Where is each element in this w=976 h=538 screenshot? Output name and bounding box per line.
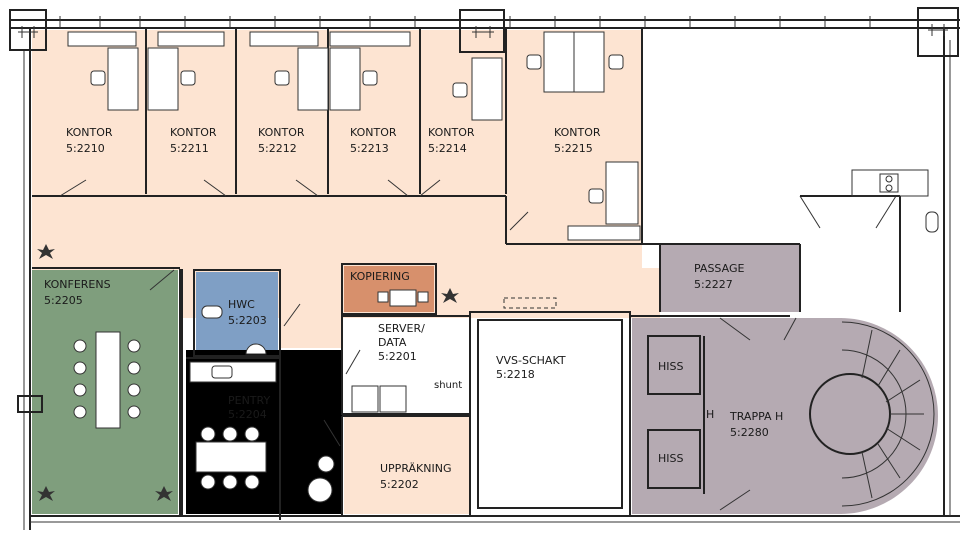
fill-stair: [632, 318, 842, 514]
room-name-kontor-2212: KONTOR: [258, 126, 305, 139]
room-name-kontor-2213: KONTOR: [350, 126, 397, 139]
room-name-trappa: TRAPPA H: [729, 410, 783, 423]
room-number-trappa: 5:2280: [730, 426, 769, 439]
walls: [9, 7, 960, 530]
desk: [297, 47, 329, 111]
furniture: [67, 31, 939, 503]
desk: [107, 47, 139, 111]
fill-upprakning: [344, 414, 470, 514]
room-name-kontor-2211: KONTOR: [170, 126, 217, 139]
room-number-passage: 5:2227: [694, 278, 733, 291]
desk: [329, 47, 361, 111]
rack: [351, 385, 379, 413]
chair-icon: [526, 54, 542, 70]
elevator-shaft: [647, 429, 701, 489]
stair-marker: H: [706, 408, 714, 421]
sink-icon: [211, 365, 233, 379]
desk: [249, 31, 319, 47]
plant-icon: [37, 486, 55, 501]
elevator-label-upper: HISS: [658, 360, 683, 373]
desk: [67, 31, 137, 47]
room-number-konferens: 5:2205: [44, 294, 83, 307]
desk: [157, 31, 225, 47]
desk: [147, 47, 179, 111]
conference-chairs: [73, 339, 141, 419]
plant-icon: [155, 486, 173, 501]
room-name-upprakning: UPPRÄKNING: [380, 462, 451, 475]
chair-icon: [180, 70, 196, 86]
room-number-pentry: 5:2204: [228, 408, 267, 421]
desk: [329, 31, 411, 47]
chair-icon: [452, 82, 468, 98]
room-number-kontor-2211: 5:2211: [170, 142, 209, 155]
plant-icon: [37, 244, 55, 259]
room-name-passage: PASSAGE: [694, 262, 744, 275]
room-name-server-2: DATA: [378, 336, 407, 349]
room-number-kontor-2210: 5:2210: [66, 142, 105, 155]
columns: [9, 7, 959, 413]
room-name-kontor-2210: KONTOR: [66, 126, 113, 139]
dashed-outline: [503, 297, 557, 309]
room-number-vvs: 5:2218: [496, 368, 535, 381]
room-name-konferens: KONFERENS: [44, 278, 111, 291]
chair-icon: [588, 188, 604, 204]
room-name-kopiering: KOPIERING: [350, 270, 410, 283]
room-name-server-1: SERVER/: [378, 322, 425, 335]
fill-passage: [660, 244, 800, 312]
chair-icon: [608, 54, 624, 70]
room-labels: KONTOR 5:2210 KONTOR 5:2211 KONTOR 5:221…: [44, 126, 783, 491]
room-number-server: 5:2201: [378, 350, 417, 363]
plant-icon: [441, 288, 459, 303]
room-number-kontor-2214: 5:2214: [428, 142, 467, 155]
chair-icon: [274, 70, 290, 86]
elevator-label-lower: HISS: [658, 452, 683, 465]
bin: [317, 455, 335, 473]
room-name-kontor-2215: KONTOR: [554, 126, 601, 139]
office-partitions: [32, 28, 800, 245]
pentry-chairs: [200, 426, 260, 490]
room-number-upprakning: 5:2202: [380, 478, 419, 491]
chair-icon: [362, 70, 378, 86]
room-name-vvs: VVS-SCHAKT: [496, 354, 566, 367]
chair-icon: [90, 70, 106, 86]
room-name-pentry: PENTRY: [228, 394, 270, 407]
elevator-shaft: [647, 335, 701, 395]
toilet-icon: [925, 211, 939, 233]
kitchen-counter: [189, 361, 277, 383]
room-name-kontor-2214: KONTOR: [428, 126, 475, 139]
shunt-label: shunt: [434, 380, 462, 391]
desk: [471, 57, 503, 121]
rack: [379, 385, 407, 413]
stair-core: [647, 317, 935, 511]
pentry-table: [195, 441, 267, 473]
stove-icon: [879, 173, 899, 193]
desk: [567, 225, 641, 241]
conference-table: [95, 331, 121, 429]
room-name-hwc: HWC: [228, 298, 255, 311]
desk: [605, 161, 639, 225]
door-swings: [59, 179, 897, 447]
armchair: [307, 477, 333, 503]
hwc-sink: [245, 343, 267, 355]
toilet-icon: [201, 305, 223, 319]
top-windows: [59, 16, 871, 28]
interior-walls: [32, 169, 929, 520]
room-number-kontor-2215: 5:2215: [554, 142, 593, 155]
chair-icon: [417, 291, 429, 303]
chair-icon: [377, 291, 389, 303]
fill-kopiering: [344, 266, 434, 312]
room-number-hwc: 5:2203: [228, 314, 267, 327]
copier: [389, 289, 417, 307]
room-number-kontor-2212: 5:2212: [258, 142, 297, 155]
fill-corridor-b: [280, 268, 342, 348]
room-number-kontor-2213: 5:2213: [350, 142, 389, 155]
plants: [37, 244, 459, 501]
